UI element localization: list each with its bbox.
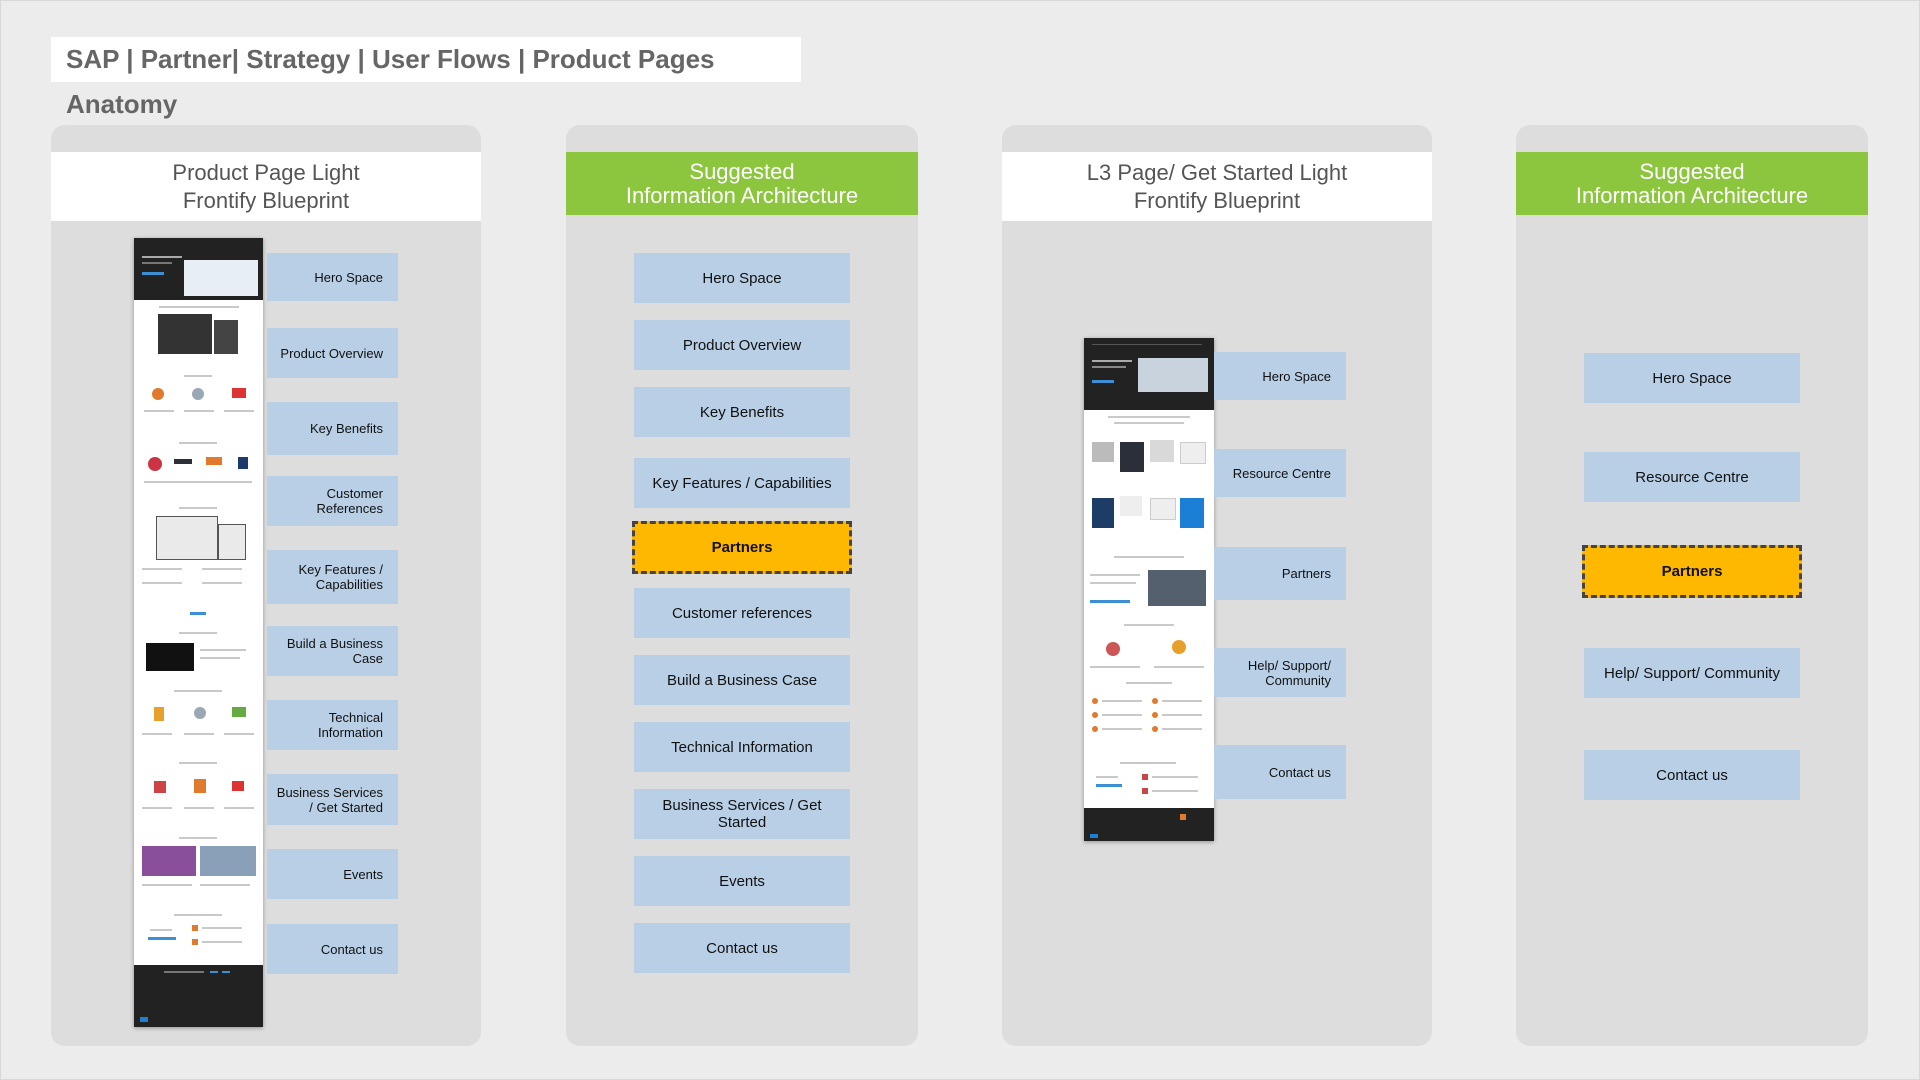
column-header-line2: Frontify Blueprint: [1133, 187, 1301, 213]
section-label-key-benefits: Key Benefits: [267, 402, 398, 455]
section-label-resource-centre: Resource Centre: [1214, 449, 1346, 497]
thumb-help-support: [1084, 618, 1214, 680]
thumb-benefits: [134, 370, 263, 439]
section-label-product-overview: Product Overview: [267, 328, 398, 378]
thumb-capabilities: [134, 502, 263, 629]
ia-item-technical-information: Technical Information: [634, 722, 850, 772]
ia-item-partners-highlight: Partners: [632, 521, 852, 574]
ia-item-resource-centre: Resource Centre: [1584, 452, 1800, 502]
thumb-overview: [134, 300, 263, 372]
column-header: L3 Page/ Get Started Light Frontify Blue…: [1002, 152, 1432, 221]
column-suggested-ia-product: Suggested Information Architecture Hero …: [566, 125, 918, 1046]
column-header-line2: Information Architecture: [1575, 182, 1809, 208]
page-title: SAP | Partner| Strategy | User Flows | P…: [51, 37, 801, 119]
section-label-hero-space: Hero Space: [1214, 352, 1346, 400]
ia-item-customer-references: Customer references: [634, 588, 850, 638]
ia-item-contact-us: Contact us: [1584, 750, 1800, 800]
thumb-business-case: [134, 627, 263, 687]
section-label-technical-information: Technical Information: [267, 700, 398, 750]
ia-item-contact-us: Contact us: [634, 923, 850, 973]
thumb-community: [1084, 678, 1214, 758]
product-page-thumbnail: [134, 238, 263, 1027]
section-label-contact-us: Contact us: [1214, 745, 1346, 799]
thumb-customers: [134, 437, 263, 504]
ia-item-hero-space: Hero Space: [1584, 353, 1800, 403]
section-label-business-case: Build a Business Case: [267, 626, 398, 676]
column-product-page-blueprint: Product Page Light Frontify Blueprint: [51, 125, 481, 1046]
section-label-events: Events: [267, 849, 398, 899]
section-label-key-features: Key Features / Capabilities: [267, 550, 398, 604]
column-header: Suggested Information Architecture: [1516, 152, 1868, 215]
ia-item-business-case: Build a Business Case: [634, 655, 850, 705]
ia-item-business-services: Business Services / Get Started: [634, 789, 850, 839]
column-header: Suggested Information Architecture: [566, 152, 918, 215]
thumb-technical: [134, 685, 263, 759]
ia-item-key-features: Key Features / Capabilities: [634, 458, 850, 508]
section-label-business-services: Business Services / Get Started: [267, 774, 398, 825]
column-header-line1: L3 Page/ Get Started Light: [1086, 159, 1348, 185]
section-label-help-support: Help/ Support/ Community: [1214, 648, 1346, 697]
thumb-contact: [134, 909, 263, 967]
l3-page-thumbnail: [1084, 338, 1214, 841]
ia-item-key-benefits: Key Benefits: [634, 387, 850, 437]
column-header-line2: Frontify Blueprint: [182, 187, 350, 213]
column-header-line2: Information Architecture: [625, 182, 859, 208]
column-header-line1: Suggested: [1639, 158, 1745, 184]
thumb-partners: [1084, 550, 1214, 620]
thumb-get-started: [134, 757, 263, 834]
column-header-line1: Suggested: [689, 158, 795, 184]
thumb-hero: [1084, 338, 1214, 410]
ia-item-hero-space: Hero Space: [634, 253, 850, 303]
thumb-footer: [1084, 808, 1214, 841]
section-label-contact-us: Contact us: [267, 924, 398, 974]
column-header-line1: Product Page Light: [172, 159, 360, 185]
ia-item-product-overview: Product Overview: [634, 320, 850, 370]
column-suggested-ia-l3: Suggested Information Architecture Hero …: [1516, 125, 1868, 1046]
ia-item-help-support: Help/ Support/ Community: [1584, 648, 1800, 698]
section-label-customer-references: Customer References: [267, 476, 398, 526]
ia-item-events: Events: [634, 856, 850, 906]
thumb-hero: [134, 238, 263, 300]
thumb-contact: [1084, 756, 1214, 810]
ia-item-partners-highlight: Partners: [1582, 545, 1802, 598]
thumb-resource-centre: [1084, 410, 1214, 552]
section-label-hero-space: Hero Space: [267, 253, 398, 301]
column-header: Product Page Light Frontify Blueprint: [51, 152, 481, 221]
column-l3-page-blueprint: L3 Page/ Get Started Light Frontify Blue…: [1002, 125, 1432, 1046]
thumb-events: [134, 832, 263, 911]
thumb-footer: [134, 965, 263, 1027]
section-label-partners: Partners: [1214, 547, 1346, 600]
